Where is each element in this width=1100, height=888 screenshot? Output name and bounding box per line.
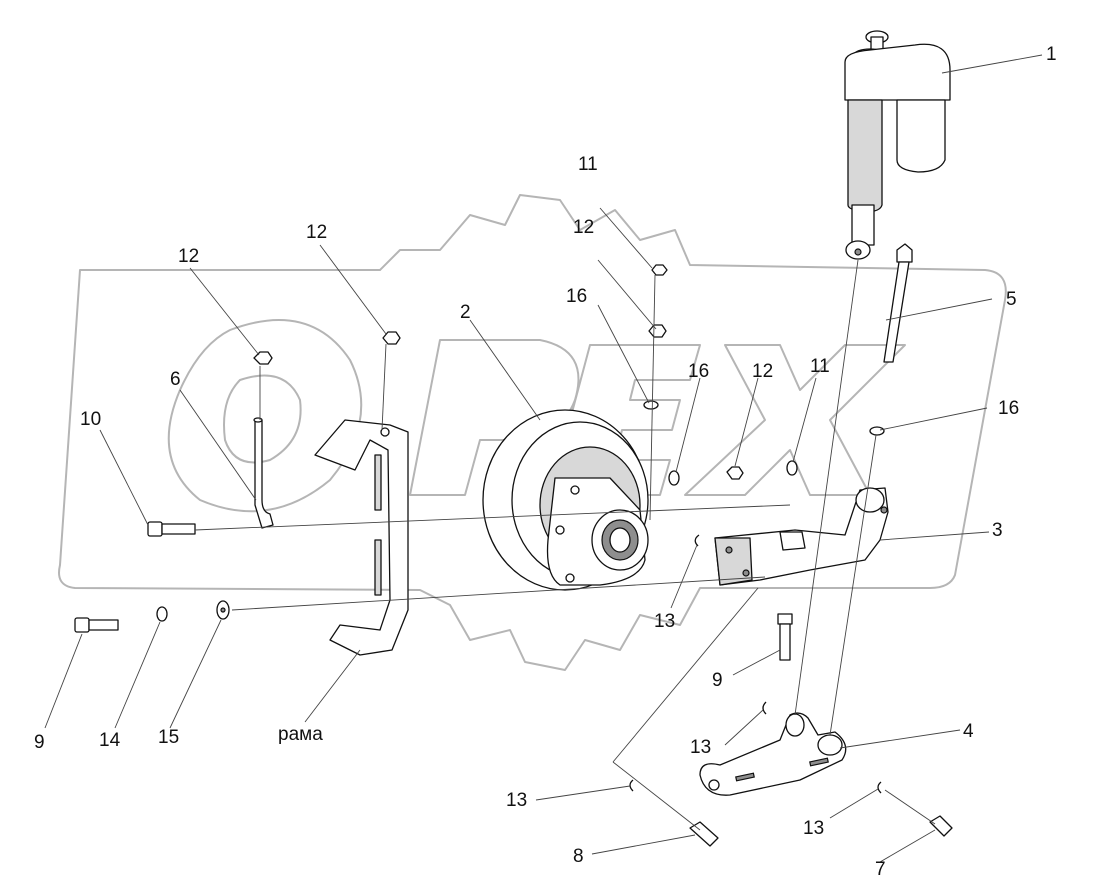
hub-assembly — [482, 409, 649, 591]
callout-12-frame: 12 — [306, 222, 327, 243]
leader-lines — [44, 54, 1043, 863]
callout-16-middle: 16 — [688, 361, 709, 382]
callout-13-d: 13 — [803, 818, 824, 839]
callout-10: 10 — [80, 409, 101, 430]
callout-13-b: 13 — [690, 737, 711, 758]
u-bolt — [253, 417, 274, 529]
callout-13-a: 13 — [654, 611, 675, 632]
callout-6: 6 — [170, 369, 181, 390]
callout-7: 7 — [875, 859, 886, 880]
bolt-9-center — [777, 613, 793, 661]
watermark-gear-outline — [58, 194, 1007, 671]
callout-14: 14 — [99, 730, 121, 751]
long-bolt — [883, 243, 913, 363]
callout-12-right: 12 — [752, 361, 773, 382]
callout-13-c: 13 — [506, 790, 527, 811]
watermark-letter-o — [167, 319, 363, 513]
watermark-letter-e — [549, 344, 701, 496]
callout-12-left: 12 — [178, 246, 199, 267]
callout-4: 4 — [963, 721, 974, 742]
callout-1: 1 — [1046, 44, 1057, 65]
callout-16-top: 16 — [566, 286, 587, 307]
nut-14 — [156, 606, 168, 622]
callout-15: 15 — [158, 727, 179, 748]
callout-8: 8 — [573, 846, 584, 867]
frame-bracket — [314, 419, 409, 656]
link-plate — [699, 712, 847, 796]
pin-7 — [929, 815, 953, 837]
callout-5: 5 — [1006, 289, 1017, 310]
linear-actuator — [844, 30, 951, 260]
watermark-letter-o-inner — [223, 374, 302, 464]
bolt-9-left — [74, 617, 119, 633]
arm-bracket — [714, 487, 889, 586]
washer-15 — [216, 600, 230, 620]
callout-11-top: 11 — [578, 154, 598, 175]
callout-11-right: 11 — [810, 356, 830, 377]
callout-2: 2 — [460, 302, 471, 323]
callout-9-center: 9 — [712, 670, 723, 691]
callout-labels: 1 2 3 4 5 6 7 8 9 9 10 11 11 12 12 12 12… — [34, 44, 1057, 880]
callout-16-right: 16 — [998, 398, 1019, 419]
callout-9-left: 9 — [34, 732, 45, 753]
circlips — [629, 534, 882, 794]
small-hardware — [253, 264, 885, 486]
bolt-10 — [147, 521, 196, 537]
callout-frame: рама — [278, 724, 323, 745]
callout-12-top: 12 — [573, 217, 594, 238]
callout-3: 3 — [992, 520, 1003, 541]
